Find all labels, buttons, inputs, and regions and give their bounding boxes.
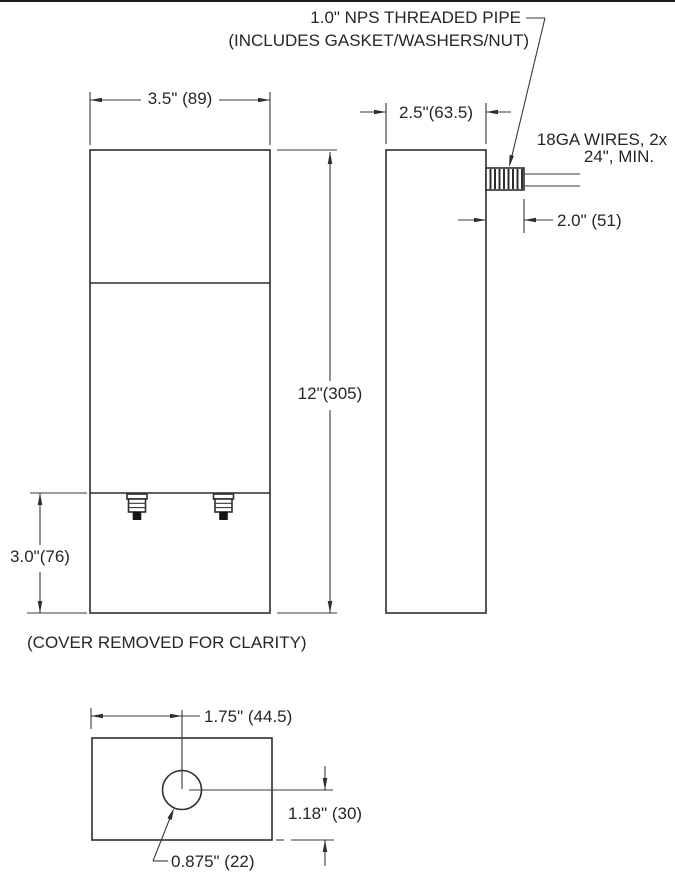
leader-hole-diameter: 0.875" (22) <box>152 808 255 871</box>
arrowhead <box>486 109 498 115</box>
hole-diameter-label: 0.875" (22) <box>171 852 255 871</box>
side-depth-label: 2.5"(63.5) <box>399 103 473 122</box>
cover-note: (COVER REMOVED FOR CLARITY) <box>27 633 307 652</box>
left-nozzle-tip <box>132 511 142 520</box>
hole-x-label: 1.75" (44.5) <box>204 707 292 726</box>
front-view <box>89 149 271 614</box>
wires-note: 18GA WIRES, 2x 24", MIN. <box>537 130 668 166</box>
wires-note-line1: 18GA WIRES, 2x <box>537 130 668 149</box>
front-view-outline <box>89 149 271 614</box>
arrowhead <box>37 601 43 613</box>
right-nozzle-tip <box>219 511 228 520</box>
dim-side-depth: 2.5"(63.5) <box>360 103 511 144</box>
dim-pipe-extension: 2.0" (51) <box>458 199 622 233</box>
pipe-extension-label: 2.0" (51) <box>557 211 622 230</box>
arrowhead <box>509 154 514 167</box>
dim-overall-height: 12"(305) <box>277 149 363 614</box>
lower-section-label: 3.0"(76) <box>10 547 70 566</box>
arrowhead <box>322 778 328 790</box>
right-nozzle <box>212 493 235 520</box>
dim-lower-height: 3.0"(76) <box>10 492 87 614</box>
arrowhead <box>91 713 103 719</box>
overall-height-label: 12"(305) <box>298 384 363 403</box>
pipe-note-line1: 1.0" NPS THREADED PIPE <box>310 8 521 27</box>
side-view <box>385 149 580 614</box>
left-nozzle <box>126 493 148 520</box>
front-width-label: 3.5" (89) <box>148 89 213 108</box>
hole-y-label: 1.18" (30) <box>288 804 362 823</box>
arrowhead <box>327 601 333 613</box>
arrowhead <box>474 217 486 223</box>
dim-hole-x: 1.75" (44.5) <box>90 707 292 789</box>
side-view-outline <box>385 149 487 614</box>
leader-line <box>152 812 173 862</box>
arrowhead <box>524 217 536 223</box>
arrowhead <box>90 97 102 103</box>
dim-hole-y: 1.18" (30) <box>189 766 362 866</box>
arrowhead <box>167 808 174 820</box>
arrowhead <box>170 713 182 719</box>
pipe-wires <box>524 173 580 187</box>
leader-pipe-note: 1.0" NPS THREADED PIPE (INCLUDES GASKET/… <box>228 8 546 167</box>
threaded-pipe <box>485 167 525 191</box>
arrowhead <box>322 840 328 852</box>
wires-note-line2: 24", MIN. <box>584 147 654 166</box>
right-nozzle-body <box>214 498 233 513</box>
left-nozzle-body <box>127 498 147 513</box>
arrowhead <box>37 493 43 505</box>
dim-front-width: 3.5" (89) <box>89 89 271 145</box>
arrowhead <box>374 109 386 115</box>
pipe-note-line2: (INCLUDES GASKET/WASHERS/NUT) <box>228 31 529 50</box>
arrowhead <box>327 152 333 164</box>
leader-line <box>509 17 546 165</box>
arrowhead <box>258 97 270 103</box>
